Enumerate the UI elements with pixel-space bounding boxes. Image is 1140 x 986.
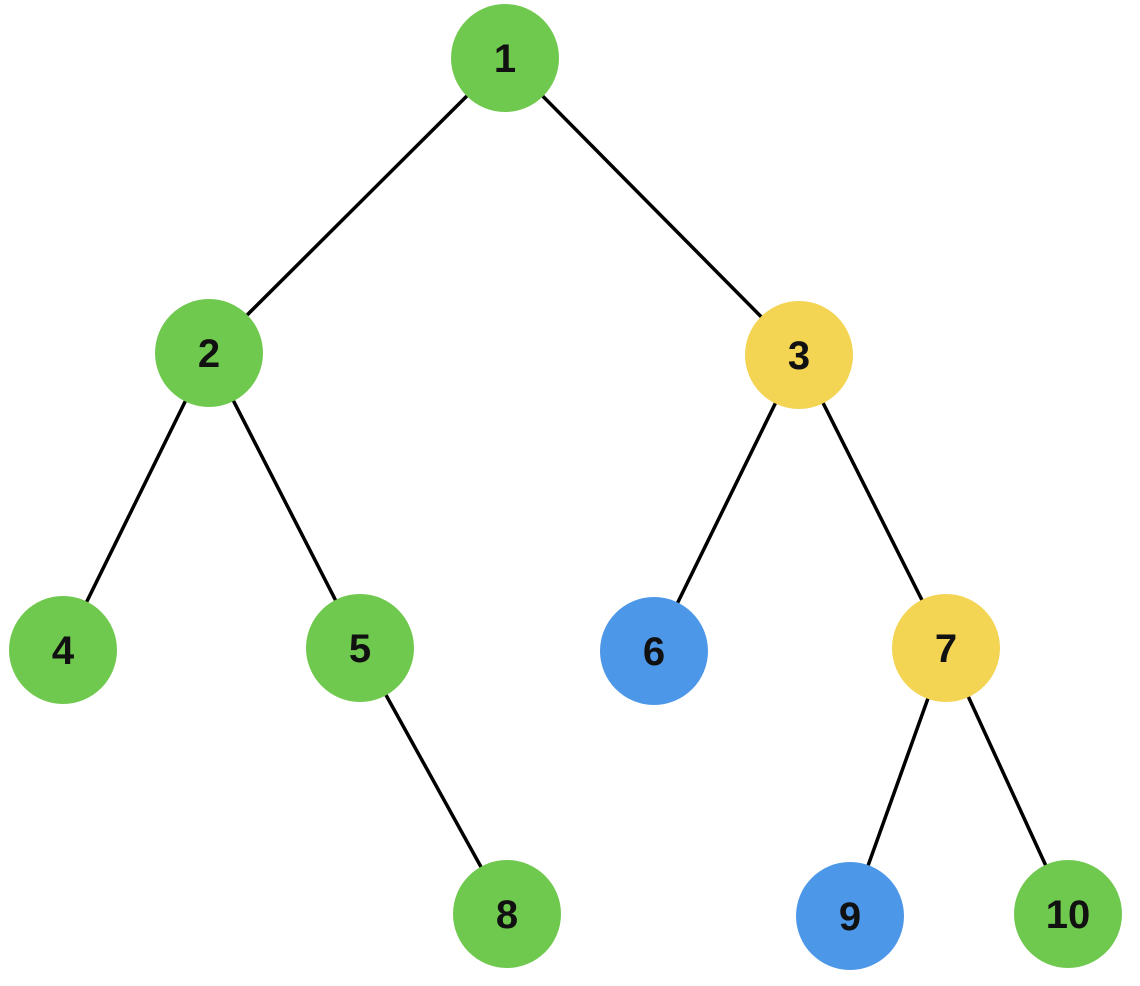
tree-node-label-1: 1 <box>494 37 516 81</box>
tree-node-circle-4 <box>9 596 117 704</box>
tree-node-2: 2 <box>155 299 263 407</box>
tree-node-6: 6 <box>600 597 708 705</box>
tree-edge-2-5 <box>207 351 362 650</box>
tree-node-label-3: 3 <box>788 334 810 378</box>
tree-node-circle-8 <box>453 860 561 968</box>
tree-node-label-2: 2 <box>198 332 220 376</box>
tree-node-8: 8 <box>453 860 561 968</box>
tree-edge-2-4 <box>61 351 211 652</box>
tree-node-3: 3 <box>745 301 853 409</box>
tree-node-circle-10 <box>1014 860 1122 968</box>
tree-node-label-5: 5 <box>349 627 371 671</box>
tree-node-10: 10 <box>1014 860 1122 968</box>
tree-node-circle-1 <box>451 4 559 112</box>
tree-node-label-8: 8 <box>496 893 518 937</box>
tree-node-label-9: 9 <box>839 895 861 939</box>
tree-node-circle-5 <box>306 594 414 702</box>
tree-node-7: 7 <box>892 594 1000 702</box>
tree-edge-3-7 <box>797 353 948 650</box>
tree-node-label-10: 10 <box>1046 893 1091 937</box>
tree-node-9: 9 <box>796 862 904 970</box>
tree-node-5: 5 <box>306 594 414 702</box>
tree-node-circle-6 <box>600 597 708 705</box>
tree-node-circle-2 <box>155 299 263 407</box>
tree-node-label-6: 6 <box>643 630 665 674</box>
tree-node-circle-3 <box>745 301 853 409</box>
tree-node-label-7: 7 <box>935 627 957 671</box>
tree-node-1: 1 <box>451 4 559 112</box>
tree-edge-1-3 <box>503 56 801 357</box>
tree-node-label-4: 4 <box>52 629 75 673</box>
tree-edge-3-6 <box>652 353 801 653</box>
tree-node-circle-9 <box>796 862 904 970</box>
tree-edge-1-2 <box>207 56 507 355</box>
tree-node-circle-7 <box>892 594 1000 702</box>
tree-node-4: 4 <box>9 596 117 704</box>
